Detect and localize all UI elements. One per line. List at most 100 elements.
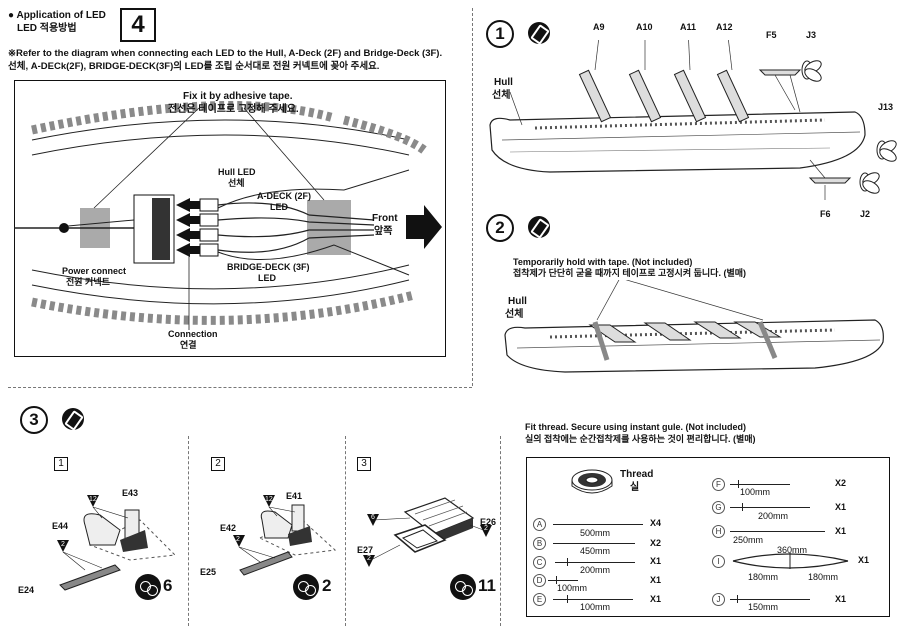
thread-letter-i: I <box>712 555 725 568</box>
divider-step3-b <box>345 436 346 626</box>
thread-line-g <box>730 507 810 508</box>
substep1-svg <box>57 495 177 591</box>
part-label-j3: J3 <box>806 30 817 40</box>
thread-length-d: 100mm <box>557 583 588 593</box>
thread-line-d <box>548 580 578 581</box>
hull-led-ko: 선체 <box>228 178 245 188</box>
thread-title-ko: 실의 접착에는 순간접착제를 사용하는 것이 편리합니다. (별매) <box>525 434 756 444</box>
thread-line-j <box>730 599 810 600</box>
header-title-en: ● Application of LED <box>8 10 106 22</box>
step2-hull-ko: 선체 <box>505 309 524 320</box>
thread-letter-f: F <box>712 478 725 491</box>
thread-qty-e: X1 <box>650 594 662 604</box>
thread-tick-c <box>567 558 568 566</box>
divider-step3-a <box>188 436 189 626</box>
thread-qty-j: X1 <box>835 594 847 604</box>
connection-en: Connection <box>168 329 218 339</box>
thread-length-b: 450mm <box>580 546 611 556</box>
led-tape-en: Fix it by adhesive tape. <box>183 91 293 102</box>
sub3-tri-a: 6 <box>371 514 375 521</box>
part-label-e41: E41 <box>286 491 303 501</box>
thread-line-a <box>553 524 643 525</box>
thread-letter-c: C <box>533 556 546 569</box>
thread-length-c: 200mm <box>580 565 611 575</box>
qty-badge-3 <box>450 574 476 600</box>
thread-letter-b: B <box>533 537 546 550</box>
step1-hull-svg <box>489 40 897 200</box>
divider-step3-c <box>500 436 501 626</box>
glue-icon <box>528 22 550 44</box>
thread-line-h <box>730 531 825 532</box>
thread-qty-g: X1 <box>835 502 847 512</box>
power-en: Power connect <box>62 266 127 276</box>
step2-hull-svg <box>504 280 884 373</box>
thread-parts-frame <box>526 457 890 617</box>
part-label-a11: A11 <box>680 22 697 32</box>
connection-ko: 연결 <box>180 340 197 350</box>
thread-spool-en: Thread <box>620 469 654 480</box>
thread-letter-e: E <box>533 593 546 606</box>
thread-qty-h: X1 <box>835 526 847 536</box>
thread-length-g: 200mm <box>758 511 789 521</box>
thread-tick-j <box>737 595 738 603</box>
thread-qty-a: X4 <box>650 518 662 528</box>
glue-icon-2 <box>528 216 550 238</box>
substep1-label: 1 <box>54 457 68 471</box>
step2-tape-en: Temporarily hold with tape. (Not include… <box>513 257 693 267</box>
part-label-e25: E25 <box>200 567 217 577</box>
part-label-e27: E27 <box>357 545 374 555</box>
sub2-tri-a: 12 <box>265 496 273 503</box>
part-label-j2: J2 <box>860 209 871 219</box>
substep2-label: 2 <box>211 457 225 471</box>
thread-spool-ko: 실 <box>630 482 640 493</box>
substep3-svg <box>363 497 492 567</box>
adeck-en: A-DECK (2F) <box>257 191 311 201</box>
sub1-tri-a: 12 <box>89 496 97 503</box>
sub1-tri-b: 2 <box>61 541 65 548</box>
bridge-en: BRIDGE-DECK (3F) <box>227 262 310 272</box>
sub3-tri-b: 2 <box>484 525 488 532</box>
part-label-f6: F6 <box>820 209 831 219</box>
thread-title-en: Fit thread. Secure using instant gule. (… <box>525 422 747 432</box>
qty-num-3: 11 <box>478 576 496 595</box>
part-label-e43: E43 <box>122 488 139 498</box>
divider-top-vertical <box>472 8 473 386</box>
qty-num-1: 6 <box>163 576 173 595</box>
hull-led-en: Hull LED <box>218 167 256 177</box>
qty-badge-2 <box>293 574 319 600</box>
thread-line-i <box>732 553 849 569</box>
thread-length-e: 100mm <box>580 602 611 612</box>
thread-length-i-left: 180mm <box>748 572 779 582</box>
part-label-e26: E26 <box>480 517 497 527</box>
substep2-svg <box>233 495 337 576</box>
thread-length-i-top: 360mm <box>777 545 808 555</box>
part-label-e24: E24 <box>18 585 35 595</box>
part-label-a9: A9 <box>593 22 605 32</box>
glue-icon-3 <box>62 408 84 430</box>
thread-length-i-right: 180mm <box>808 572 839 582</box>
adeck-ko: LED <box>270 202 288 212</box>
title-en-text: Application of LED <box>16 10 106 21</box>
led-diagram-frame <box>14 80 446 357</box>
sub2-tri-b: 2 <box>236 536 240 543</box>
thread-qty-i: X1 <box>858 555 870 565</box>
thread-line-c <box>555 562 635 563</box>
thread-letter-g: G <box>712 501 725 514</box>
step1-number: 1 <box>486 20 514 48</box>
thread-length-h: 250mm <box>733 535 764 545</box>
part-label-j13: J13 <box>878 102 894 112</box>
part-label-a12: A12 <box>716 22 733 32</box>
step2-tape-ko: 접착제가 단단히 굳을 때까지 테이프로 고정시켜 둡니다. (별매) <box>513 268 746 278</box>
thread-tick-d <box>556 576 557 584</box>
thread-length-f: 100mm <box>740 487 771 497</box>
thread-length-a: 500mm <box>580 528 611 538</box>
thread-tick-f <box>738 480 739 488</box>
step2-hull-en: Hull <box>508 296 527 307</box>
thread-line-e <box>553 599 633 600</box>
led-tape-ko: 전선은 테이프로 고정해 주세요. <box>168 104 299 115</box>
part-label-f5: F5 <box>766 30 777 40</box>
step1-hull-en: Hull <box>494 77 513 88</box>
thread-letter-a: A <box>533 518 546 531</box>
thread-qty-f: X2 <box>835 478 847 488</box>
part-label-e42: E42 <box>220 523 237 533</box>
